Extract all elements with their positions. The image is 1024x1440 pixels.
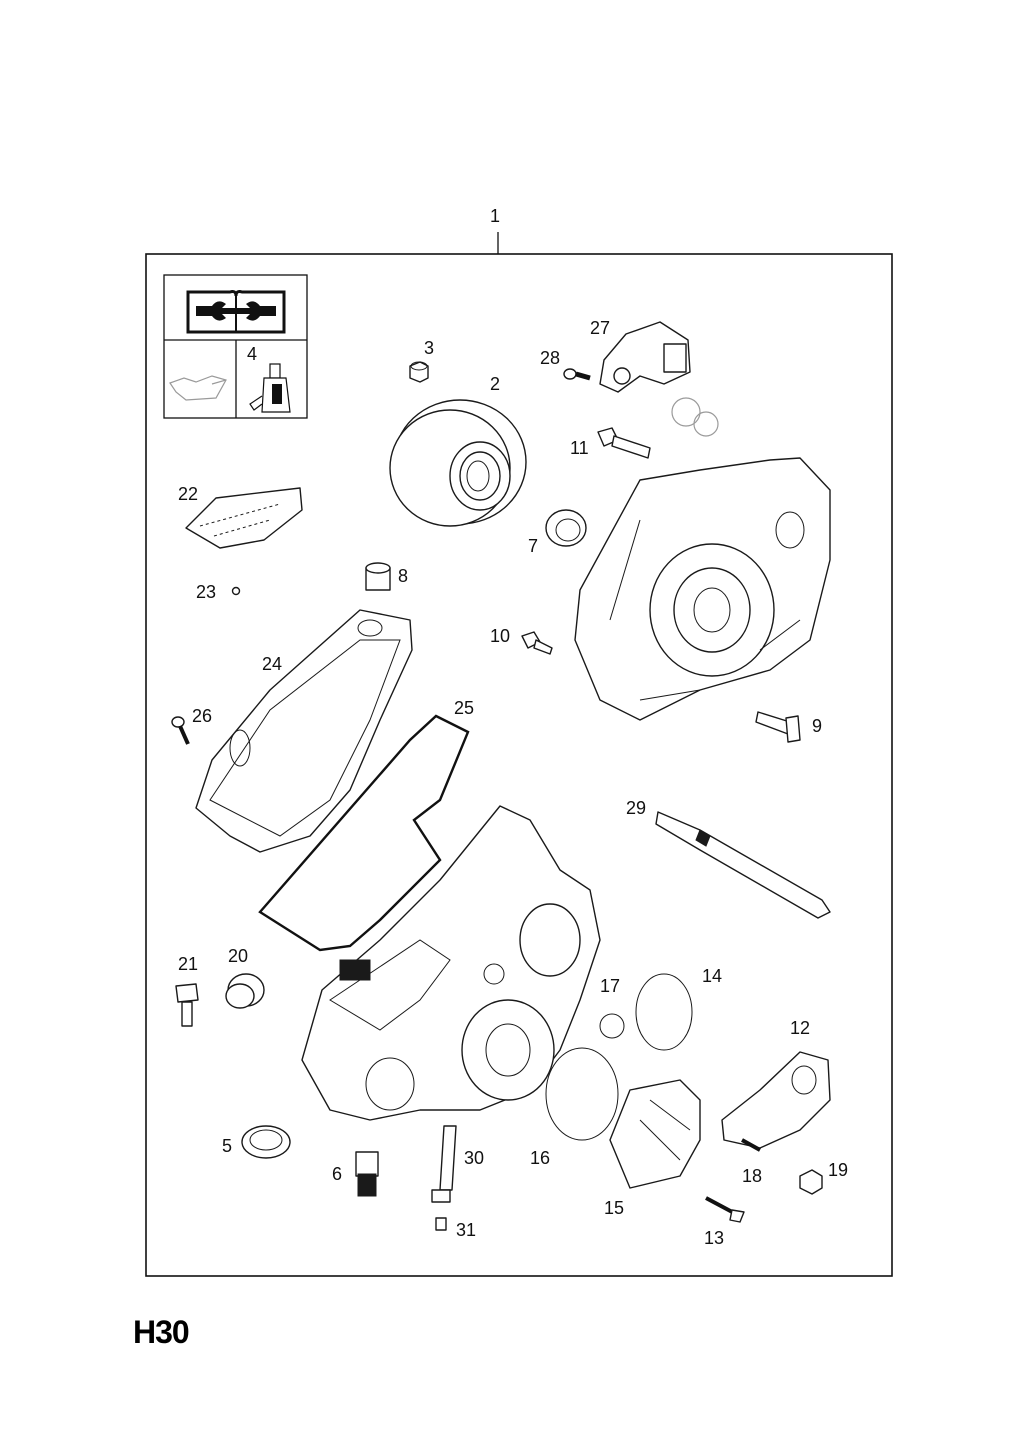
position-sensor <box>599 321 691 393</box>
bolt-21 <box>175 983 199 1027</box>
part-label-26: 26 <box>192 706 212 726</box>
oil-can-icon <box>169 375 227 401</box>
part-label-10: 10 <box>490 626 510 646</box>
separator-plate <box>185 487 303 549</box>
part-label-16: 16 <box>530 1148 550 1168</box>
nut-19 <box>799 1169 823 1195</box>
filter-8 <box>365 562 391 591</box>
part-label-3: 3 <box>424 338 434 358</box>
transmission-case <box>301 805 601 1121</box>
part-label-9: 9 <box>812 716 822 736</box>
bolt-18 <box>741 1138 761 1152</box>
part-label-2: 2 <box>490 374 500 394</box>
seal-5 <box>241 1125 291 1159</box>
bolt-11 <box>597 427 651 459</box>
part-label-19: 19 <box>828 1160 848 1180</box>
section-code: H30 <box>133 1314 190 1350</box>
bolt-28 <box>563 368 591 381</box>
torque-converter <box>389 399 527 527</box>
part-label-5: 5 <box>222 1136 232 1156</box>
part-label-7: 7 <box>528 536 538 556</box>
part-label-8: 8 <box>398 566 408 586</box>
part-label-11: 11 <box>570 438 589 458</box>
part-label-30: 30 <box>464 1148 484 1168</box>
repair-manual-wrench-icon <box>186 290 286 334</box>
part-label-12: 12 <box>790 1018 810 1038</box>
part-label-24: 24 <box>262 654 282 674</box>
pump-12 <box>721 1051 831 1149</box>
cap-31 <box>435 1217 447 1231</box>
oil-pan <box>195 609 413 853</box>
part-label-17: 17 <box>600 976 620 996</box>
converter-housing <box>574 457 831 721</box>
gasket-25 <box>258 714 470 952</box>
part-label-22: 22 <box>178 484 198 504</box>
info-box <box>163 274 308 419</box>
nut-3 <box>409 361 429 383</box>
part-label-6: 6 <box>332 1164 342 1184</box>
part-labels: 1 2 3 4 5 6 7 8 9 10 11 12 13 14 15 16 1… <box>178 206 848 1248</box>
bolt-26 <box>171 716 190 745</box>
o-ring-17 <box>599 1013 625 1039</box>
part-label-31: 31 <box>456 1220 476 1240</box>
cover-15 <box>609 1079 701 1189</box>
seal-7 <box>545 509 587 547</box>
part-label-13: 13 <box>704 1228 724 1248</box>
part-label-29: 29 <box>626 798 646 818</box>
part-label-14: 14 <box>702 966 722 986</box>
bolt-13 <box>705 1196 745 1223</box>
part-label-23: 23 <box>196 582 216 602</box>
bolt-10 <box>521 631 553 655</box>
part-label-1: 1 <box>490 206 500 226</box>
ball-23 <box>231 586 241 596</box>
part-label-15: 15 <box>604 1198 624 1218</box>
plug-6 <box>355 1151 379 1197</box>
bearing-20 <box>225 973 265 1009</box>
o-ring-16 <box>545 1047 619 1141</box>
fluid-bottle-icon <box>249 363 291 413</box>
bolt-9 <box>755 711 801 743</box>
part-label-27: 27 <box>590 318 610 338</box>
shaft-29 <box>655 811 831 919</box>
tube-30 <box>431 1125 457 1203</box>
o-ring-14 <box>635 973 693 1051</box>
part-label-4: 4 <box>247 344 257 364</box>
part-label-21: 21 <box>178 954 198 974</box>
part-label-18: 18 <box>742 1166 762 1186</box>
part-label-28: 28 <box>540 348 560 368</box>
assembly-frame <box>145 253 893 1277</box>
part-label-25: 25 <box>454 698 474 718</box>
part-label-20: 20 <box>228 946 248 966</box>
bearing-parts <box>671 397 719 437</box>
